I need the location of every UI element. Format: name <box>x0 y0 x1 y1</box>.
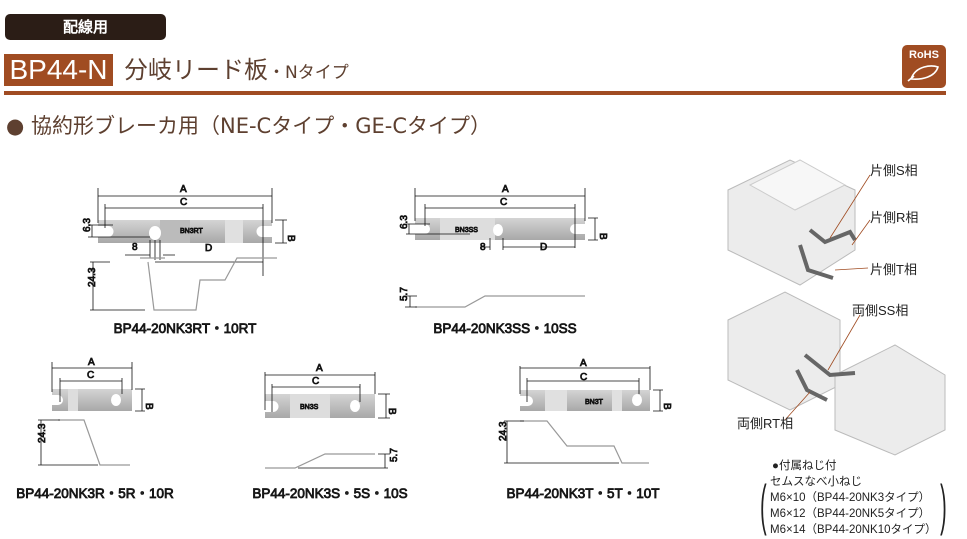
svg-text:C: C <box>580 372 587 383</box>
svg-text:B: B <box>386 408 397 415</box>
svg-text:B: B <box>285 235 296 242</box>
diagram-nk3rt: A C 8 D B 6.3 24.3 BN3RT BP44-20NK3RT・10… <box>82 184 297 337</box>
diagram-nk3s: A C B 5.7 BN3S BP44-20NK3S・5S・10S <box>252 363 408 502</box>
svg-text:C: C <box>87 370 94 381</box>
screw-item: M6×12（BP44-20NK5タイプ） <box>770 508 931 520</box>
svg-text:C: C <box>500 197 507 208</box>
svg-text:24.3: 24.3 <box>37 423 48 443</box>
svg-text:A: A <box>180 184 187 195</box>
rohs-badge: RoHS <box>902 45 946 88</box>
caption-nk3r: BP44-20NK3R・5R・10R <box>16 486 174 501</box>
caption-nk3t: BP44-20NK3T・5T・10T <box>506 486 659 501</box>
svg-text:5.7: 5.7 <box>399 287 410 301</box>
svg-text:8: 8 <box>480 242 486 253</box>
bracket-close: ) <box>940 473 947 536</box>
caption-nk3rt: BP44-20NK3RT・10RT <box>114 321 257 336</box>
model-title: BP44-N <box>4 54 113 86</box>
diagram-nk3t: A C B 24.3 BN3T BP44-20NK3T・5T・10T <box>498 358 673 502</box>
product-name: 分岐リード板 <box>124 56 268 84</box>
section-heading: ● 協約形ブレーカ用（NE-Cタイプ・GE-Cタイプ） <box>6 114 491 138</box>
svg-text:24.3: 24.3 <box>87 267 98 287</box>
svg-text:両側RT相: 両側RT相 <box>737 416 793 431</box>
svg-text:B: B <box>597 233 608 240</box>
product-type: ・Nタイプ <box>268 63 349 83</box>
screws-heading: ●付属ねじ付 <box>772 460 837 472</box>
svg-text:片側T相: 片側T相 <box>870 262 917 277</box>
svg-text:C: C <box>312 376 319 387</box>
svg-text:A: A <box>316 363 323 374</box>
title-rule <box>4 91 946 95</box>
breaker-photo-double: 両側SS相 両側RT相 <box>727 291 946 456</box>
svg-text:A: A <box>502 184 509 195</box>
svg-text:6.3: 6.3 <box>399 215 410 229</box>
included-screws: ●付属ねじ付 ( ) セムスなべ小ねじ M6×10（BP44-20NK3タイプ）… <box>760 458 947 538</box>
svg-text:B: B <box>661 403 672 410</box>
diagram-nk3ss: A C 8 D B 6.3 5.7 BN3SS BP44-20NK3SS・10S… <box>399 184 609 337</box>
svg-text:C: C <box>180 197 187 208</box>
caption-nk3ss: BP44-20NK3SS・10SS <box>433 321 576 336</box>
category-badge: 配線用 <box>5 14 166 40</box>
svg-text:B: B <box>143 403 154 410</box>
svg-text:D: D <box>540 242 547 253</box>
svg-text:5.7: 5.7 <box>389 448 400 462</box>
screw-item: M6×10（BP44-20NK3タイプ） <box>770 492 931 504</box>
svg-text:片側S相: 片側S相 <box>870 163 918 178</box>
bracket-open: ( <box>760 473 767 536</box>
screw-type: セムスなべ小ねじ <box>770 476 862 488</box>
svg-text:6.3: 6.3 <box>82 218 93 232</box>
svg-text:8: 8 <box>132 242 138 253</box>
svg-text:D: D <box>205 243 212 254</box>
caption-nk3s: BP44-20NK3S・5S・10S <box>252 486 407 501</box>
diagram-nk3r: A C B 24.3 BP44-20NK3R・5R・10R <box>16 357 175 502</box>
breaker-photo-single: 片側S相 片側R相 片側T相 <box>727 159 918 286</box>
svg-text:BN3T: BN3T <box>585 399 604 406</box>
svg-text:BN3SS: BN3SS <box>455 227 478 234</box>
rohs-label: RoHS <box>909 49 939 61</box>
product-title: 分岐リード板・Nタイプ <box>124 55 349 88</box>
svg-text:BN3S: BN3S <box>300 404 319 411</box>
svg-text:A: A <box>88 357 95 368</box>
svg-text:片側R相: 片側R相 <box>870 210 918 225</box>
screw-item: M6×14（BP44-20NK10タイプ） <box>770 524 937 536</box>
svg-text:24.3: 24.3 <box>498 421 509 441</box>
leaf-icon <box>907 65 939 82</box>
svg-text:A: A <box>580 358 587 369</box>
svg-text:BN3RT: BN3RT <box>180 228 204 235</box>
svg-text:両側SS相: 両側SS相 <box>852 303 908 318</box>
